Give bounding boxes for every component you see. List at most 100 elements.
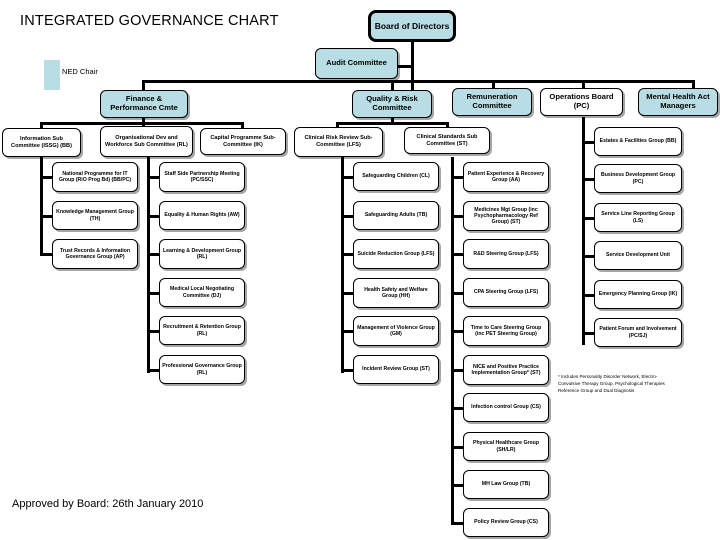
node-emergency-planning-group[interactable]: Emergency Planning Group (IK) — [594, 280, 682, 309]
node-knowledge-management-group[interactable]: Knowledge Management Group (TH) — [52, 201, 138, 230]
connector-stub-recruitment — [147, 330, 159, 333]
connector-stub-learning — [147, 253, 159, 256]
node-capital-programme-sub-committee[interactable]: Capital Programme Sub-Committee (IK) — [200, 128, 286, 155]
connector-drop-clinical-std — [446, 122, 449, 128]
connector-clinical-std-spine — [451, 157, 454, 523]
ned-chair-legend-swatch — [44, 60, 60, 90]
connector-drop-remuneration — [492, 80, 495, 91]
connector-stub-health-safety — [341, 292, 353, 295]
connector-stub-medicines — [451, 215, 463, 218]
page-title: INTEGRATED GOVERNANCE CHART — [20, 13, 279, 29]
connector-finance-down — [142, 117, 145, 125]
connector-drop-clinical-risk — [336, 122, 339, 128]
connector-stub-knowledge — [40, 215, 52, 218]
connector-stub-equality — [147, 215, 159, 218]
node-management-of-violence-group[interactable]: Management of Violence Group (GM) — [353, 316, 439, 346]
connector-stub-service-dev — [582, 255, 594, 258]
node-time-to-care-steering-group[interactable]: Time to Care Steering Group (inc PET Ste… — [463, 316, 549, 346]
node-business-development-group[interactable]: Business Development Group (PC) — [594, 164, 682, 193]
connector-stub-time-to-care — [451, 330, 463, 333]
node-learning-development-group[interactable]: Learning & Development Group (RL) — [159, 239, 245, 269]
connector-drop-operations — [582, 80, 585, 91]
node-nice-positive-practice-group[interactable]: NICE and Positive Practice Implementatio… — [463, 355, 549, 385]
connector-stub-business-dev — [582, 178, 594, 181]
connector-operations-spine — [582, 130, 585, 345]
node-recruitment-retention-group[interactable]: Recruitment & Retention Group (RL) — [159, 316, 245, 345]
node-mh-law-group[interactable]: MH Law Group (TB) — [463, 470, 549, 499]
node-board-of-directors[interactable]: Board of Directors — [368, 10, 456, 42]
connector-stub-prof-gov — [147, 369, 159, 372]
connector-stub-suicide — [341, 253, 353, 256]
connector-drop-capital-sub — [241, 122, 244, 128]
connector-stub-safeguard-adults — [341, 215, 353, 218]
connector-audit-stub — [396, 65, 414, 68]
node-information-sub-committee[interactable]: Information Sub Committee (ISSG) (BB) — [2, 128, 81, 157]
node-staff-side-partnership-meeting[interactable]: Staff Side Partnership Meeting (PC/SSC) — [159, 162, 245, 192]
node-audit-committee[interactable]: Audit Committee — [315, 48, 398, 79]
connector-main-bus — [142, 80, 694, 83]
node-operations-board[interactable]: Operations Board (PC) — [540, 88, 623, 116]
connector-drop-quality — [391, 80, 394, 91]
node-trust-records-information-governance-group[interactable]: Trust Records & Information Governance G… — [52, 239, 138, 269]
node-infection-control-group[interactable]: Infection control Group (CS) — [463, 393, 549, 422]
connector-stub-npfit — [40, 176, 52, 179]
node-patient-experience-recovery-group[interactable]: Patient Experience & Recovery Group (AA) — [463, 162, 549, 192]
connector-drop-finance — [142, 80, 145, 91]
node-service-line-reporting-group[interactable]: Service Line Reporting Group (LS) — [594, 203, 682, 232]
node-clinical-risk-review-sub-committee[interactable]: Clinical Risk Review Sub-Committee (LFS) — [294, 127, 383, 157]
connector-drop-mha — [692, 80, 695, 91]
connector-stub-service-line — [582, 217, 594, 220]
footnote-text: * Includes Personality Disorder Network,… — [558, 374, 665, 393]
node-health-safety-welfare-group[interactable]: Health Safety and Welfare Group (HH) — [353, 278, 439, 308]
node-professional-governance-group[interactable]: Professional Governance Group (RL) — [159, 355, 245, 384]
connector-stub-patient-exp — [451, 176, 463, 179]
connector-info-spine — [40, 157, 43, 253]
node-mental-health-act-managers[interactable]: Mental Health Act Managers — [638, 88, 718, 116]
connector-stub-mh-law — [451, 484, 463, 487]
node-estates-facilities-group[interactable]: Estates & Facilities Group (BB) — [594, 127, 682, 156]
node-cpa-steering-group[interactable]: CPA Steering Group (LFS) — [463, 278, 549, 307]
node-npfit-group[interactable]: National Programme for IT Group (RiO Pro… — [52, 162, 138, 192]
node-medicines-mgt-group[interactable]: Medicines Mgt Group (inc Psychopharmacol… — [463, 201, 549, 231]
connector-drop-od-sub — [142, 122, 145, 128]
connector-od-spine — [147, 157, 150, 373]
connector-stub-estates — [582, 141, 594, 144]
node-patient-forum-involvement[interactable]: Patient Forum and Involvement (PC/SJ) — [594, 318, 682, 347]
connector-quality-down — [391, 117, 394, 125]
node-remuneration-committee[interactable]: Remuneration Committee — [452, 88, 532, 116]
connector-stub-patient-forum — [582, 332, 594, 335]
connector-stub-physical — [451, 446, 463, 449]
node-clinical-standards-sub-committee[interactable]: Clinical Standards Sub Committee (ST) — [404, 127, 490, 154]
node-physical-healthcare-group[interactable]: Physical Healthcare Group (SH/LR) — [463, 432, 549, 461]
connector-quality-bus — [336, 122, 449, 125]
connector-stub-trust-records — [40, 253, 52, 256]
node-incident-review-group[interactable]: Incident Review Group (ST) — [353, 355, 439, 384]
connector-operations-down — [582, 117, 585, 133]
connector-clinical-risk-spine — [341, 157, 344, 373]
connector-stub-rnd — [451, 253, 463, 256]
connector-stub-staff-side — [147, 176, 159, 179]
node-medical-local-negotiating-committee[interactable]: Medical Local Negotiating Committee (DJ) — [159, 278, 245, 307]
approved-note: Approved by Board: 26th January 2010 — [12, 498, 204, 510]
node-service-development-unit[interactable]: Service Development Unit — [594, 241, 682, 270]
node-equality-human-rights[interactable]: Equality & Human Rights (AW) — [159, 201, 245, 230]
connector-stub-nice — [451, 369, 463, 372]
connector-stub-incident — [341, 369, 353, 372]
connector-stub-emergency — [582, 294, 594, 297]
node-quality-risk-committee[interactable]: Quality & Risk Committee — [352, 90, 432, 118]
node-policy-review-group[interactable]: Policy Review Group (CS) — [463, 508, 549, 537]
connector-stub-mlnc — [147, 292, 159, 295]
node-finance-performance-cmte[interactable]: Finance & Performance Cmte — [100, 90, 188, 118]
node-organisational-dev-workforce-sub-committee[interactable]: Organisational Dev and Workforce Sub Com… — [100, 126, 193, 157]
connector-drop-info-sub — [40, 122, 43, 128]
node-safeguarding-children[interactable]: Safeguarding Children (CL) — [353, 162, 439, 191]
node-rnd-steering-group[interactable]: R&D Steering Group (LFS) — [463, 239, 549, 269]
connector-stub-cpa — [451, 292, 463, 295]
connector-stub-violence — [341, 330, 353, 333]
node-suicide-reduction-group[interactable]: Suicide Reduction Group (LFS) — [353, 239, 439, 269]
ned-chair-legend-label: NED Chair — [62, 67, 98, 76]
connector-stub-safeguard-children — [341, 176, 353, 179]
connector-stub-infection — [451, 407, 463, 410]
node-safeguarding-adults[interactable]: Safeguarding Adults (TB) — [353, 201, 439, 230]
